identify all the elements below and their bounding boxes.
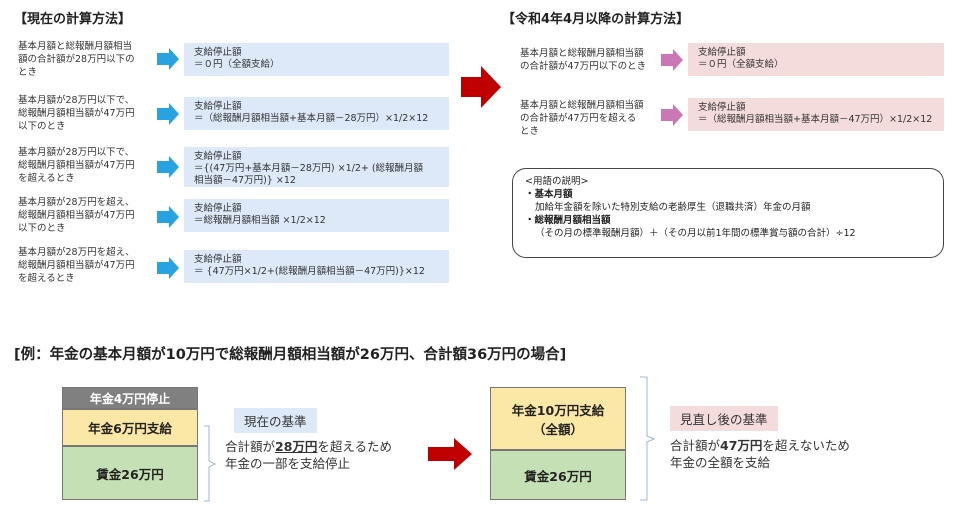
right-arrow-icon xyxy=(157,48,179,70)
right-arrow-icon xyxy=(157,103,179,125)
wage-segment: 賃金26万円 xyxy=(490,450,626,500)
glossary-definition: 加給年金額を除いた特別支給の老齢厚生（退職共済）年金の月額 xyxy=(535,202,811,213)
current-criteria-tag: 現在の基準 xyxy=(234,408,317,433)
stop-amount-box: 支給停止額 ＝（総報酬月額相当額+基本月額－28万円）×1/2×12 xyxy=(184,97,449,130)
pension-stopped-segment: 年金4万円停止 xyxy=(62,387,198,409)
condition-text: 基本月額が28万円を超え、 総報酬月額相当額が47万円 を超えるとき xyxy=(18,247,135,284)
current-method-title: 【現在の計算方法】 xyxy=(14,12,132,27)
glossary-definition: （その月の標準報酬月額）＋（その月以前1年間の標準賞与額の合計）÷12 xyxy=(535,228,856,239)
stop-amount-box: 支給停止額 ＝０円（全額支給） xyxy=(184,43,449,76)
right-arrow-icon xyxy=(661,49,683,71)
big-red-arrow-icon xyxy=(461,66,501,108)
condition-text: 基本月額が28万円を超え、 総報酬月額相当額が47万円 以下のとき xyxy=(18,197,135,234)
right-arrow-icon xyxy=(661,104,683,126)
stop-amount-box: 支給停止額 ＝ {47万円×1/2+(総報酬月額相当額－47万円)}×12 xyxy=(184,250,449,283)
condition-text: 基本月額と総報酬月額相当額 の合計額が47万円を超える とき xyxy=(520,100,644,137)
condition-text: 基本月額と総報酬月額相当 額の合計額が28万円以下の とき xyxy=(18,41,135,78)
new-method-title: 【令和4年4月以降の計算方法】 xyxy=(502,12,690,27)
pension-paid-segment: 年金6万円支給 xyxy=(62,409,198,446)
glossary-term: ・総報酬月額相当額 xyxy=(525,215,611,226)
revised-criteria-explanation: 合計額が47万円を超えないため 年金の全額を支給 xyxy=(670,438,850,470)
bracket-icon xyxy=(204,425,217,502)
glossary-heading: <用語の説明> xyxy=(525,176,589,187)
current-criteria-explanation: 合計額が28万円を超えるため 年金の一部を支給停止 xyxy=(225,439,393,471)
pension-paid-segment: 年金10万円支給 （全額） xyxy=(490,387,626,450)
right-arrow-icon xyxy=(157,156,179,178)
condition-text: 基本月額が28万円以下で、 総報酬月額相当額が47万円 を超えるとき xyxy=(18,147,135,184)
stop-amount-box: 支給停止額 ＝総報酬月額相当額 ×1/2×12 xyxy=(184,199,449,232)
right-arrow-icon xyxy=(157,206,179,228)
stop-amount-box: 支給停止額 ＝０円（全額支給） xyxy=(688,43,944,76)
revised-criteria-tag: 見直し後の基準 xyxy=(670,406,778,431)
condition-text: 基本月額が28万円以下で、 総報酬月額相当額が47万円 以下のとき xyxy=(18,95,135,132)
right-arrow-icon xyxy=(157,257,179,279)
glossary-term: ・基本月額 xyxy=(525,189,573,200)
red-arrow-icon xyxy=(428,438,472,470)
example-title: [例：年金の基本月額が10万円で総報酬月額相当額が26万円、合計額36万円の場合… xyxy=(14,347,567,363)
wage-segment: 賃金26万円 xyxy=(62,446,198,500)
glossary-box: <用語の説明> ・基本月額 加給年金額を除いた特別支給の老齢厚生（退職共済）年金… xyxy=(512,168,944,258)
condition-text: 基本月額と総報酬月額相当額 の合計額が47万円以下のとき xyxy=(520,48,647,72)
stop-amount-box: 支給停止額 ＝{(47万円+基本月額－28万円) ×1/2+ (総報酬月額 相当… xyxy=(184,147,449,187)
stop-amount-box: 支給停止額 ＝（総報酬月額相当額+基本月額－47万円）×1/2×12 xyxy=(688,98,944,131)
bracket-icon xyxy=(640,376,656,501)
